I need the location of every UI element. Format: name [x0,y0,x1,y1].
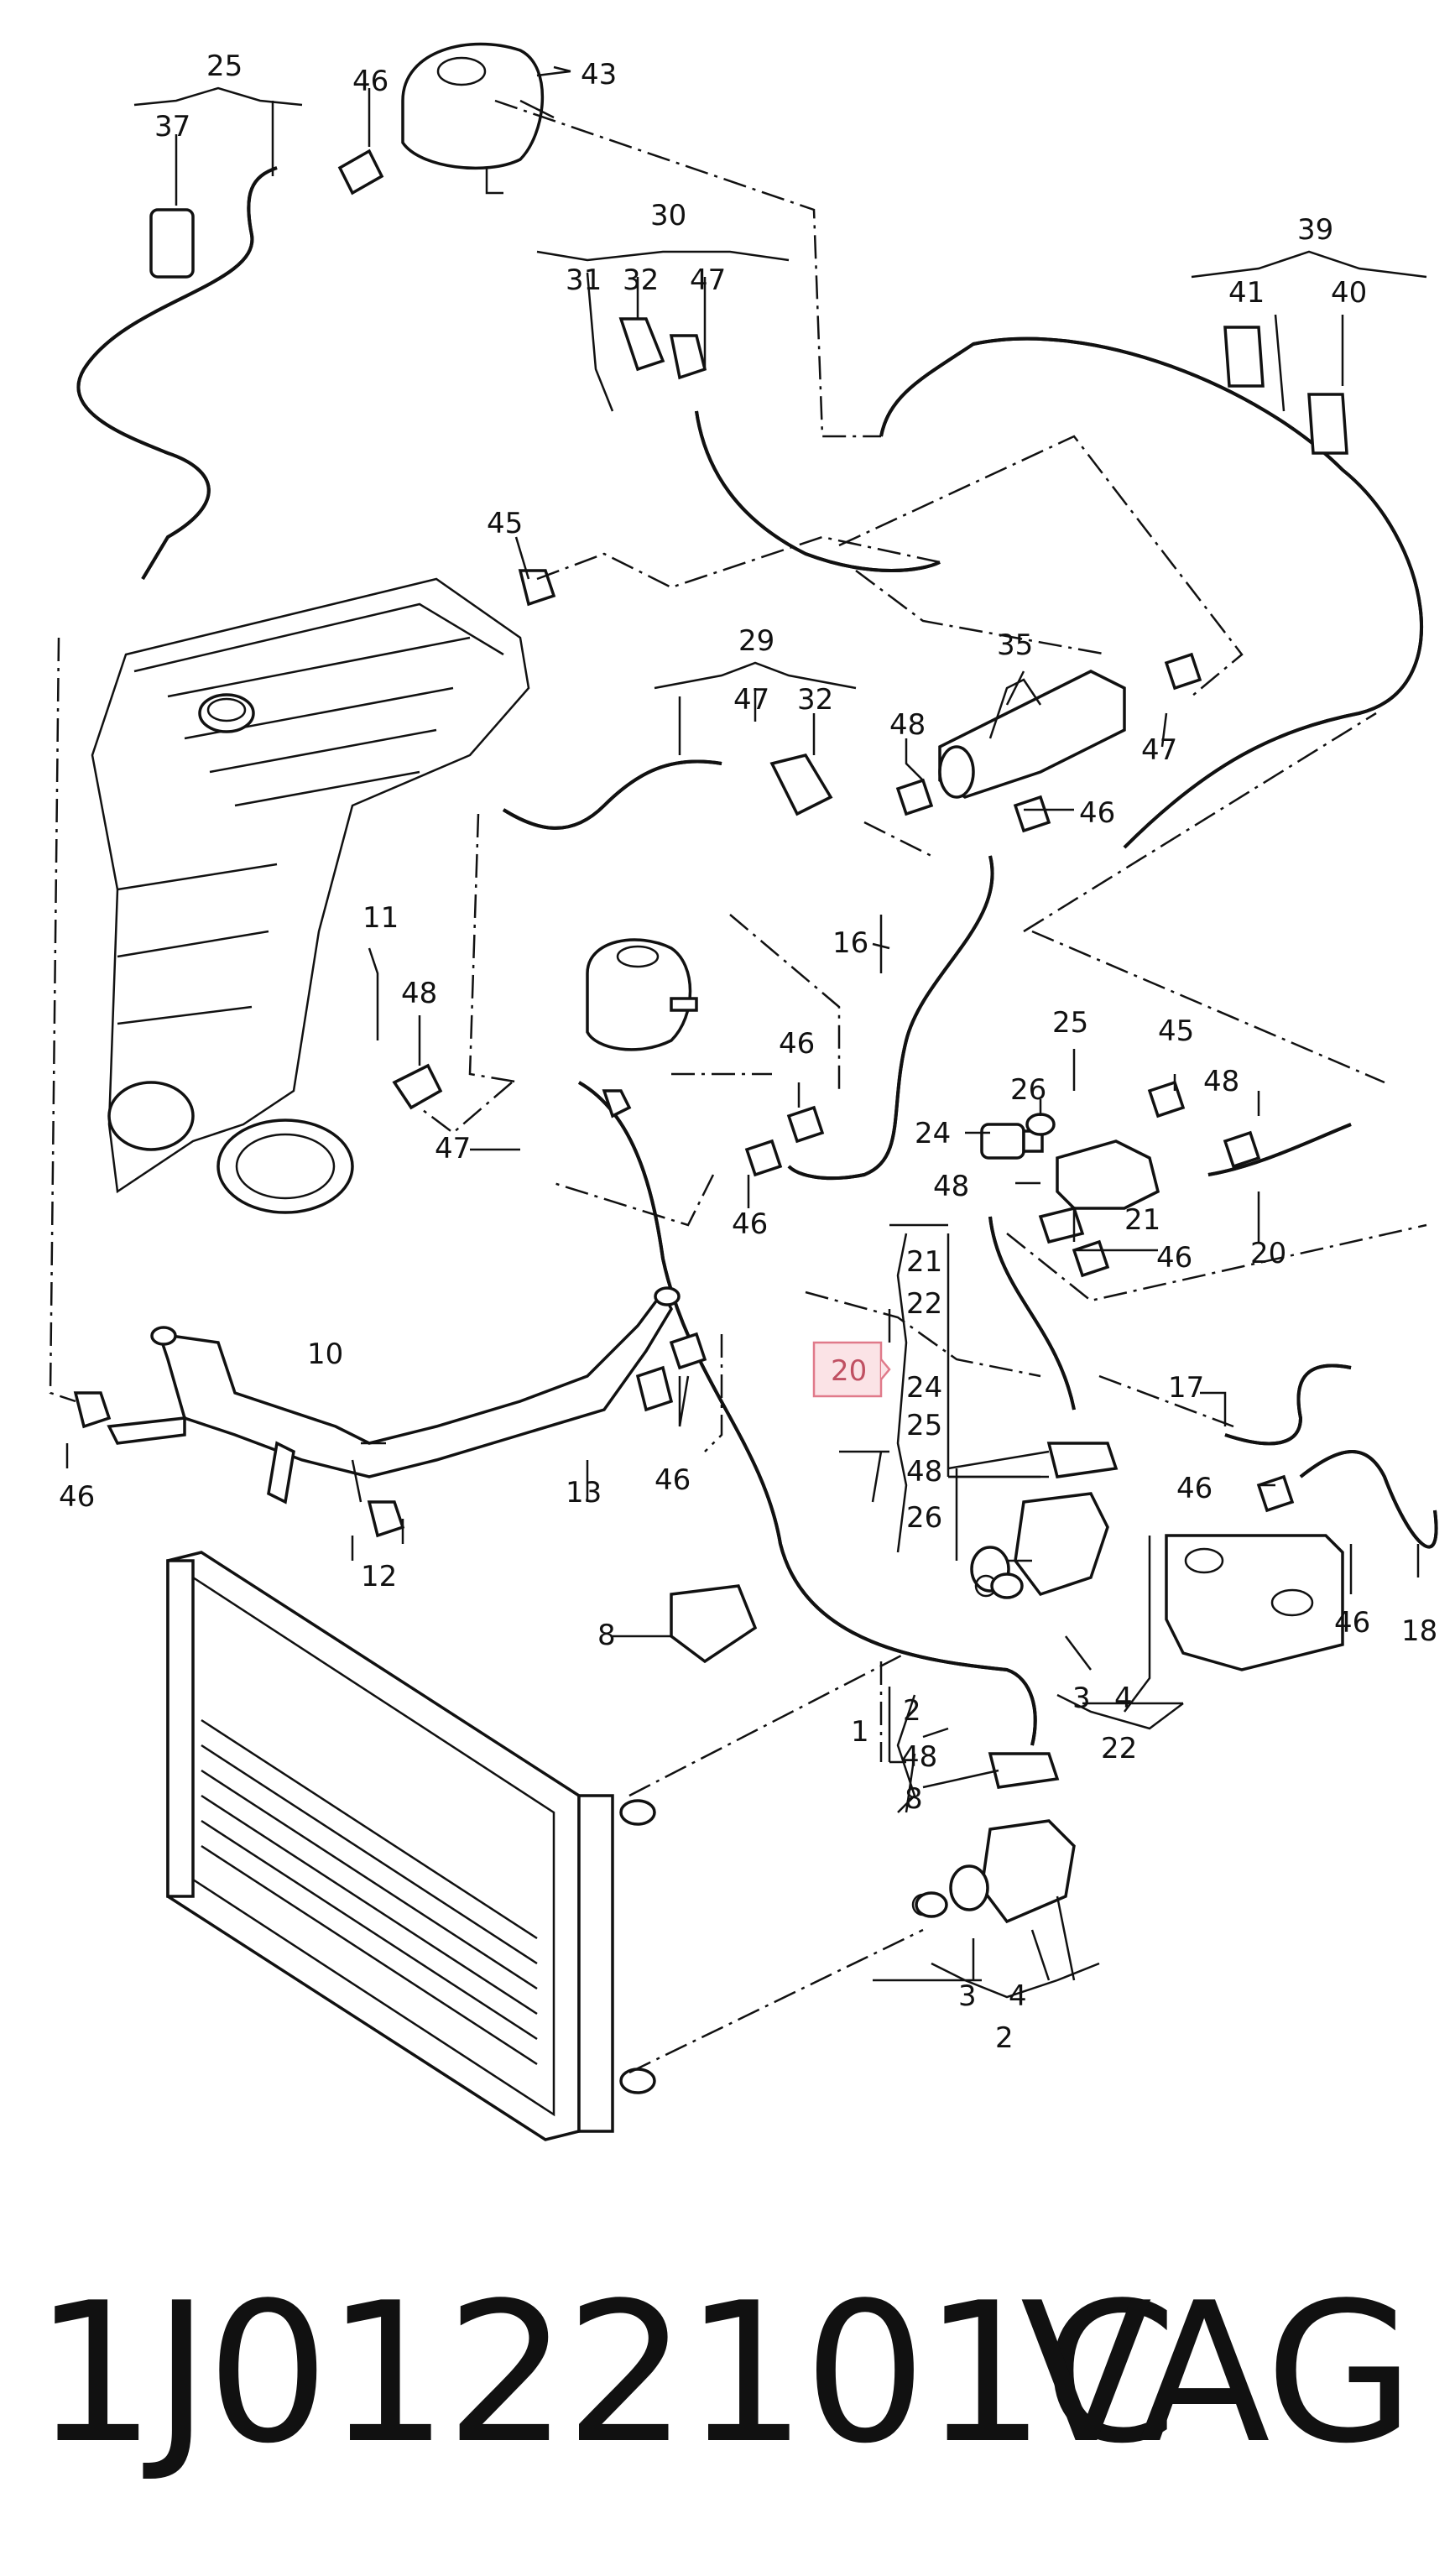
label-46f: 46 [1176,1472,1212,1505]
label-46d: 46 [732,1207,768,1241]
radiator [166,1551,656,2141]
label-12: 12 [361,1560,397,1593]
label-46b: 46 [1079,796,1115,830]
label-43: 43 [581,58,617,91]
label-22: 22 [906,1287,942,1321]
label-49f: 48 [901,1740,937,1774]
label-24b: 24 [906,1371,942,1405]
callout-labels: 25 37 46 43 30 31 32 47 39 41 40 45 29 4… [59,50,1437,2055]
label-32b: 32 [797,683,833,717]
label-17: 17 [1168,1371,1204,1405]
label-37: 37 [154,110,190,143]
highlighted-callout[interactable]: 20 [812,1341,891,1398]
pump-connector [911,1492,1109,1924]
part-number: 1J0122101C [34,2262,1177,2486]
label-49: 48 [889,708,926,742]
label-8: 8 [597,1619,616,1652]
hose-17 [1224,1364,1352,1446]
label-46c: 46 [779,1027,815,1061]
hose-30 [695,410,941,572]
label-41: 41 [1228,276,1265,310]
label-3: 3 [1072,1682,1091,1715]
leader-lines [49,65,1427,2074]
label-39: 39 [1297,213,1333,247]
label-26b: 26 [906,1501,942,1535]
label-47c: 47 [435,1132,471,1165]
label-22b: 22 [1101,1732,1137,1765]
label-26: 26 [1010,1073,1046,1107]
coolant-pipe-10 [107,1286,681,1504]
engine-block [91,577,530,1214]
label-47: 47 [690,263,726,297]
label-32: 32 [623,263,659,297]
hose-29 [502,759,722,830]
label-48: 47 [1141,733,1177,767]
connector-21-flange [980,1123,1160,1210]
label-25: 25 [1052,1006,1088,1040]
highlight-box [812,1341,883,1398]
label-24: 24 [915,1117,951,1150]
expansion-tank-small [586,938,698,1051]
label-49d: 48 [933,1170,969,1203]
label-45b: 45 [1158,1014,1194,1048]
highlight-pointer [880,1358,891,1380]
thermostat-flange-35 [938,670,1126,799]
label-1: 1 [851,1715,869,1749]
label-8b: 8 [905,1782,923,1816]
label-11: 11 [362,901,399,935]
label-30: 30 [650,199,686,232]
footer: 1J0122101C VAG [0,2249,1455,2500]
label-36: 25 [206,50,242,83]
brand-label: VAG [1020,2262,1415,2486]
highlight-label: 20 [831,1354,867,1388]
label-49e: 48 [906,1455,942,1489]
label-46h: 46 [654,1463,691,1497]
label-21b: 21 [906,1245,942,1279]
label-3b: 3 [958,1979,977,2013]
label-29: 29 [738,624,774,658]
label-2b: 2 [995,2021,1014,2055]
oil-cooler [1165,1534,1344,1671]
hose-group [76,166,1438,1746]
label-20: 20 [1250,1237,1286,1270]
label-2: 2 [903,1694,921,1728]
label-13: 13 [566,1476,602,1510]
label-21: 21 [1124,1203,1160,1237]
label-18: 18 [1401,1614,1437,1648]
cooling-system-diagram: 25 37 46 43 30 31 32 47 39 41 40 45 29 4… [49,42,1438,2141]
label-16: 16 [832,926,868,960]
clip-parts [73,149,1348,1918]
label-35: 35 [997,628,1033,662]
label-46g: 46 [1334,1606,1370,1640]
label-45: 45 [487,507,523,540]
hose-18 [1299,1450,1438,1549]
label-31: 31 [566,263,602,297]
label-4: 4 [1114,1682,1133,1715]
label-25b: 25 [906,1409,942,1442]
label-46: 46 [352,65,389,98]
label-49b: 48 [401,977,437,1010]
expansion-tank-top [401,42,555,195]
label-46e: 46 [1156,1241,1192,1275]
label-4b: 4 [1009,1979,1027,2013]
label-40: 40 [1331,276,1367,310]
label-47b: 47 [733,683,769,717]
label-46i: 46 [59,1480,95,1514]
label-10: 10 [307,1338,343,1371]
label-49c: 48 [1203,1065,1239,1098]
